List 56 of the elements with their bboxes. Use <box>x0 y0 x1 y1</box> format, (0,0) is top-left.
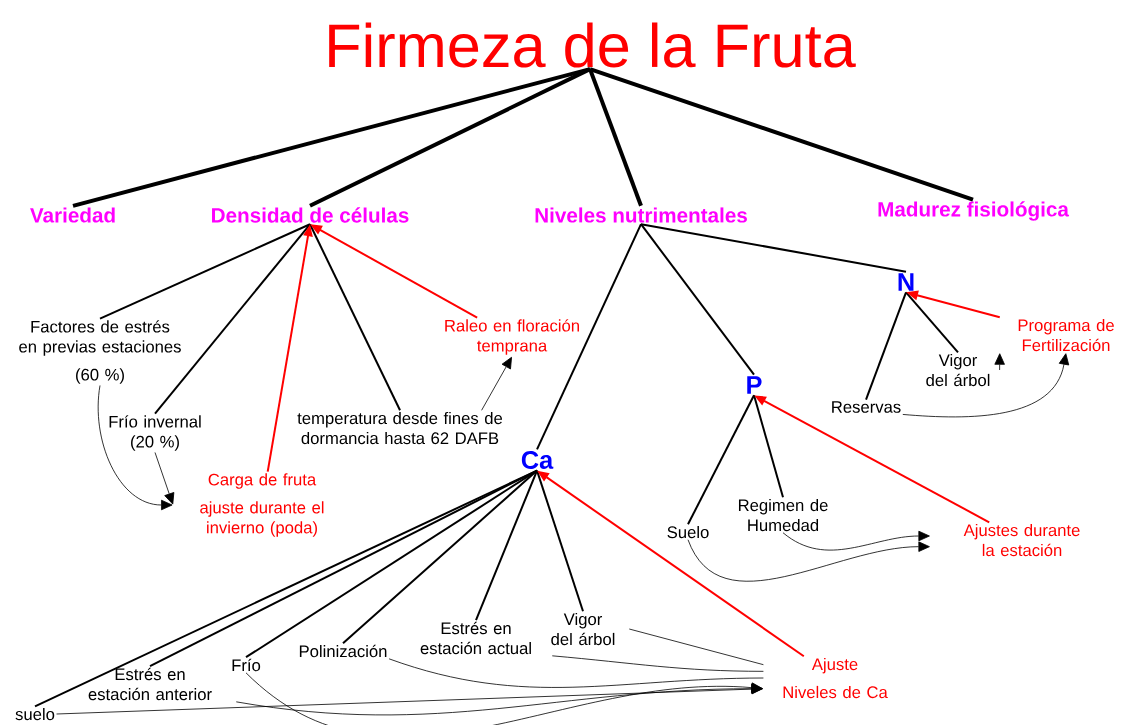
arrow <box>782 530 930 551</box>
nutrient-symbol: N <box>898 273 914 291</box>
adjustment-label: Programa de Fertilización <box>1018 318 1114 352</box>
category-label: Variedad <box>30 207 115 223</box>
factor-label: Regimen de Humedad <box>738 498 828 532</box>
factor-label: Estrés en estación actual <box>420 621 531 655</box>
factor-label: Suelo <box>667 525 709 539</box>
factor-label: Vigor del árbol <box>551 612 615 646</box>
connector-line <box>245 469 538 659</box>
adjustment-label: Ajustes durante la estación <box>963 523 1080 557</box>
factor-label: Polinización <box>299 644 387 658</box>
connector-line <box>536 469 584 613</box>
factor-label: Factores de estrés en previas estaciones (60 %) <box>19 320 181 384</box>
arrow <box>902 353 1070 418</box>
nutrient-symbol: P <box>747 376 762 394</box>
connector-line <box>640 223 907 273</box>
adjustment-label: Ajuste Niveles de Ca <box>783 657 888 699</box>
connector-line <box>551 655 764 672</box>
connector-line <box>905 291 959 354</box>
arrow <box>245 672 763 725</box>
connector-line <box>753 394 784 499</box>
connector-line <box>687 394 755 526</box>
adjustment-label: Carga de fruta ajuste durante el invierno (poda) <box>200 473 324 537</box>
arrow <box>235 683 763 716</box>
connector-line <box>628 628 764 666</box>
factor-label: Frío invernal (20 %) <box>109 415 201 451</box>
connector-line <box>72 67 591 208</box>
connector-line <box>388 658 764 688</box>
arrow <box>154 452 175 505</box>
connector-line <box>475 469 538 622</box>
category-label: Madurez fisiológica <box>878 201 1070 221</box>
category-label: Niveles nutrimentales <box>535 207 747 223</box>
factor-label: Vigor del árbol <box>926 353 990 387</box>
connector-line <box>589 67 974 202</box>
factor-label: Estrés en estación anterior <box>88 667 212 701</box>
arrow <box>481 356 512 411</box>
category-label: Densidad de células <box>212 207 409 223</box>
connector-line <box>309 67 591 208</box>
connector-line <box>640 223 755 376</box>
connector-line <box>588 68 643 207</box>
factor-label: Reservas <box>832 401 901 413</box>
factor-label: suelo <box>15 707 55 721</box>
connector-line <box>536 223 642 451</box>
title-text: Firmeza de la Fruta <box>329 22 856 68</box>
connector-line <box>342 469 538 645</box>
connector-line <box>309 223 401 412</box>
arrow <box>97 385 173 511</box>
connector-line <box>99 223 311 320</box>
arrow <box>687 539 930 582</box>
factor-label: Frío <box>232 658 261 672</box>
factor-label: temperatura desde fines de dormancia hasta 62 DAFB <box>297 411 503 445</box>
connector-line <box>865 291 907 401</box>
connector-line <box>154 223 311 415</box>
arrow <box>994 353 1005 371</box>
nutrient-symbol: Ca <box>521 451 554 469</box>
adjustment-label: Raleo en floración temprana <box>445 319 579 355</box>
